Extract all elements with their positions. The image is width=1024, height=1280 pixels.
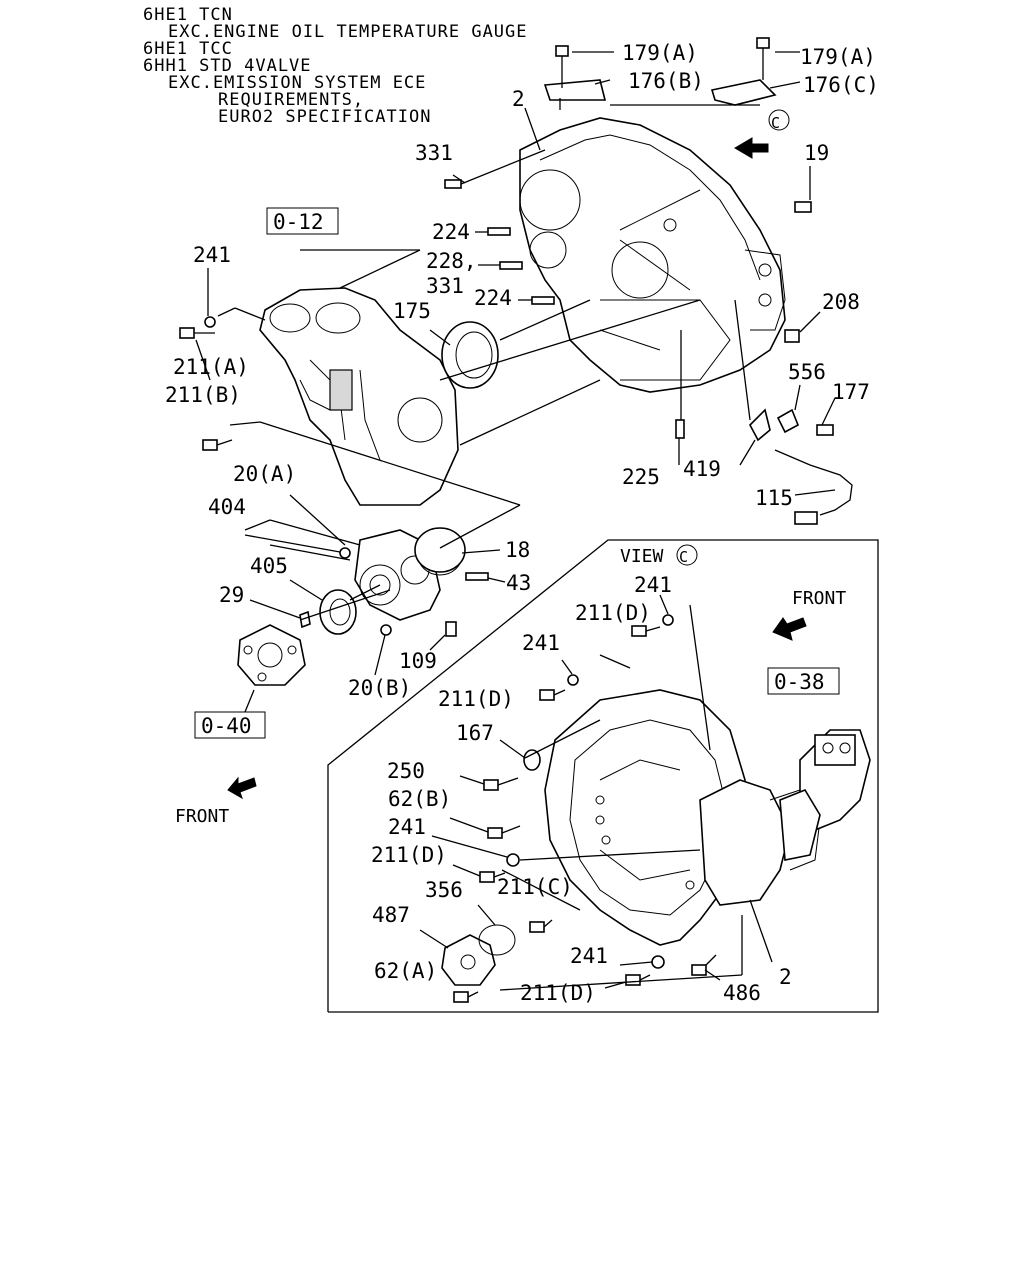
ref-box-0-40: 0-40	[194, 711, 266, 739]
part-label-211b: 211(B)	[165, 383, 241, 407]
ref-box-0-38: 0-38	[767, 667, 840, 695]
callout-view-c: C	[771, 114, 780, 132]
view-label-241: 241	[570, 944, 608, 968]
part-label-179a: 179(A)	[622, 41, 698, 65]
front-label-left: FRONT	[175, 806, 229, 827]
view-label-62a: 62(A)	[374, 959, 437, 983]
ref-box-0-12-label: 0-12	[273, 210, 324, 234]
part-label-405: 405	[250, 554, 288, 578]
part-label-228: 228,	[426, 249, 477, 273]
view-label-486: 486	[723, 981, 761, 1005]
oil-seal-175	[441, 321, 499, 389]
note-line-2: EXC.ENGINE OIL TEMPERATURE GAUGE	[168, 22, 528, 42]
note-line-6: REQUIREMENTS,	[218, 90, 364, 110]
part-label-2: 2	[512, 87, 525, 111]
part-label-556: 556	[788, 360, 826, 384]
part-label-224: 224	[432, 220, 470, 244]
view-label-487: 487	[372, 903, 410, 927]
part-label-20b: 20(B)	[348, 676, 411, 700]
view-label-250: 250	[387, 759, 425, 783]
view-label-211d: 211(D)	[575, 601, 651, 625]
flywheel-housing	[519, 37, 786, 393]
view-label-2: 2	[779, 965, 792, 989]
note-line-7: EURO2 SPECIFICATION	[218, 107, 431, 127]
view-label-167: 167	[456, 721, 494, 745]
part-label-404: 404	[208, 495, 246, 519]
view-letter: C	[679, 548, 688, 566]
view-label-241: 241	[634, 573, 672, 597]
oil-temp-sensor	[749, 408, 853, 525]
view-label-62b: 62(B)	[388, 787, 451, 811]
header-notes: 6HE1 TCN EXC.ENGINE OIL TEMPERATURE GAUG…	[143, 5, 528, 127]
view-label-241: 241	[388, 815, 426, 839]
part-label-179a: 179(A)	[800, 45, 876, 69]
note-line-1: 6HE1 TCN	[143, 5, 233, 25]
part-label-18: 18	[505, 538, 530, 562]
pto-flange	[237, 624, 306, 686]
part-label-175: 175	[393, 299, 431, 323]
note-line-3: 6HE1 TCC	[143, 39, 233, 59]
part-label-241: 241	[193, 243, 231, 267]
view-label-241: 241	[522, 631, 560, 655]
part-label-224: 224	[474, 286, 512, 310]
front-label-view: FRONT	[792, 588, 846, 609]
part-label-177: 177	[832, 380, 870, 404]
note-line-5: EXC.EMISSION SYSTEM ECE	[168, 73, 426, 93]
part-label-115: 115	[755, 486, 793, 510]
part-label-176c: 176(C)	[803, 73, 879, 97]
part-label-211a: 211(A)	[173, 355, 249, 379]
view-label-211c: 211(C)	[497, 875, 573, 899]
view-label-211d: 211(D)	[520, 981, 596, 1005]
part-labels: 179(A) 179(A) 176(B) 176(C) 2 19 331 224…	[165, 41, 879, 1005]
seal-405	[319, 589, 357, 635]
part-label-20a: 20(A)	[233, 462, 296, 486]
view-label-356: 356	[425, 878, 463, 902]
part-label-225: 225	[622, 465, 660, 489]
part-label-29: 29	[219, 583, 244, 607]
part-label-208: 208	[822, 290, 860, 314]
view-label-211d: 211(D)	[371, 843, 447, 867]
part-label-176b: 176(B)	[628, 69, 704, 93]
part-label-331: 331	[415, 141, 453, 165]
part-label-331: 331	[426, 274, 464, 298]
view-title: VIEW	[620, 546, 664, 567]
part-label-419: 419	[683, 457, 721, 481]
leader-lines-upper	[195, 51, 836, 713]
ref-box-0-12: 0-12	[266, 207, 339, 235]
ref-box-0-40-label: 0-40	[201, 714, 252, 738]
part-label-109: 109	[399, 649, 437, 673]
part-label-43: 43	[506, 571, 531, 595]
part-label-19: 19	[804, 141, 829, 165]
view-label-211d: 211(D)	[438, 687, 514, 711]
cylinder-block	[259, 287, 459, 506]
view-c-panel: VIEW C	[327, 539, 879, 1013]
note-line-4: 6HH1 STD 4VALVE	[143, 56, 312, 76]
ref-box-0-38-label: 0-38	[774, 670, 825, 694]
